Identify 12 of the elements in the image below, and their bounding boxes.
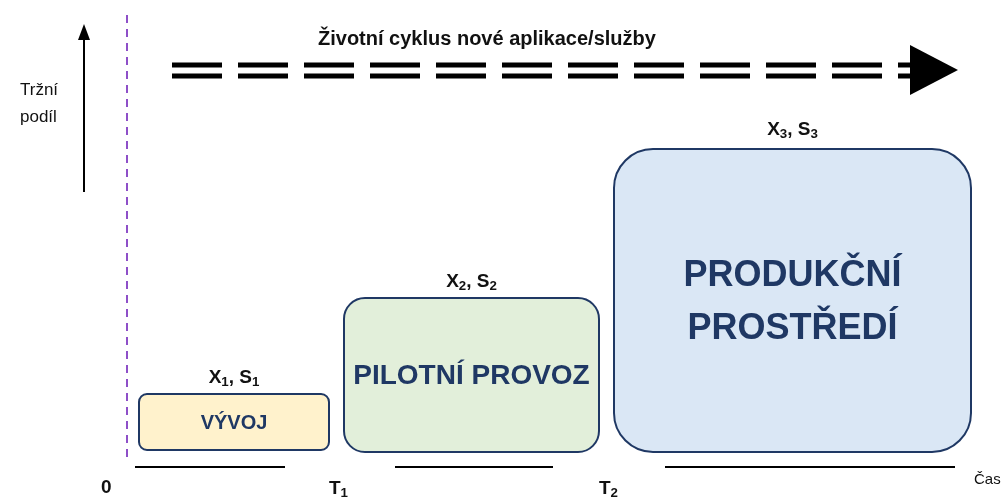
stage-heading: X$_{1}$, S$_{1}$	[207, 366, 261, 390]
diagram-title: Životní cyklus nové aplikace/služby	[318, 27, 656, 50]
tick-label: T$_{1}$	[329, 477, 348, 499]
stage-heading: X$_{3}$, S$_{3}$	[766, 118, 819, 142]
stage-label: VÝVOJ	[200, 409, 268, 435]
axis-label: Tržní podíl	[20, 79, 60, 129]
stage-label: PILOTNÍ PROVOZ	[353, 357, 590, 392]
tick-label: 0	[101, 476, 112, 498]
stage-label: PRODUKČNÍ PROSTŘEDÍ	[682, 251, 904, 349]
tick-label: T$_{2}$	[599, 477, 618, 499]
axis-label: Čas	[974, 470, 1001, 487]
stage-heading: X$_{2}$, S$_{2}$	[445, 270, 498, 294]
